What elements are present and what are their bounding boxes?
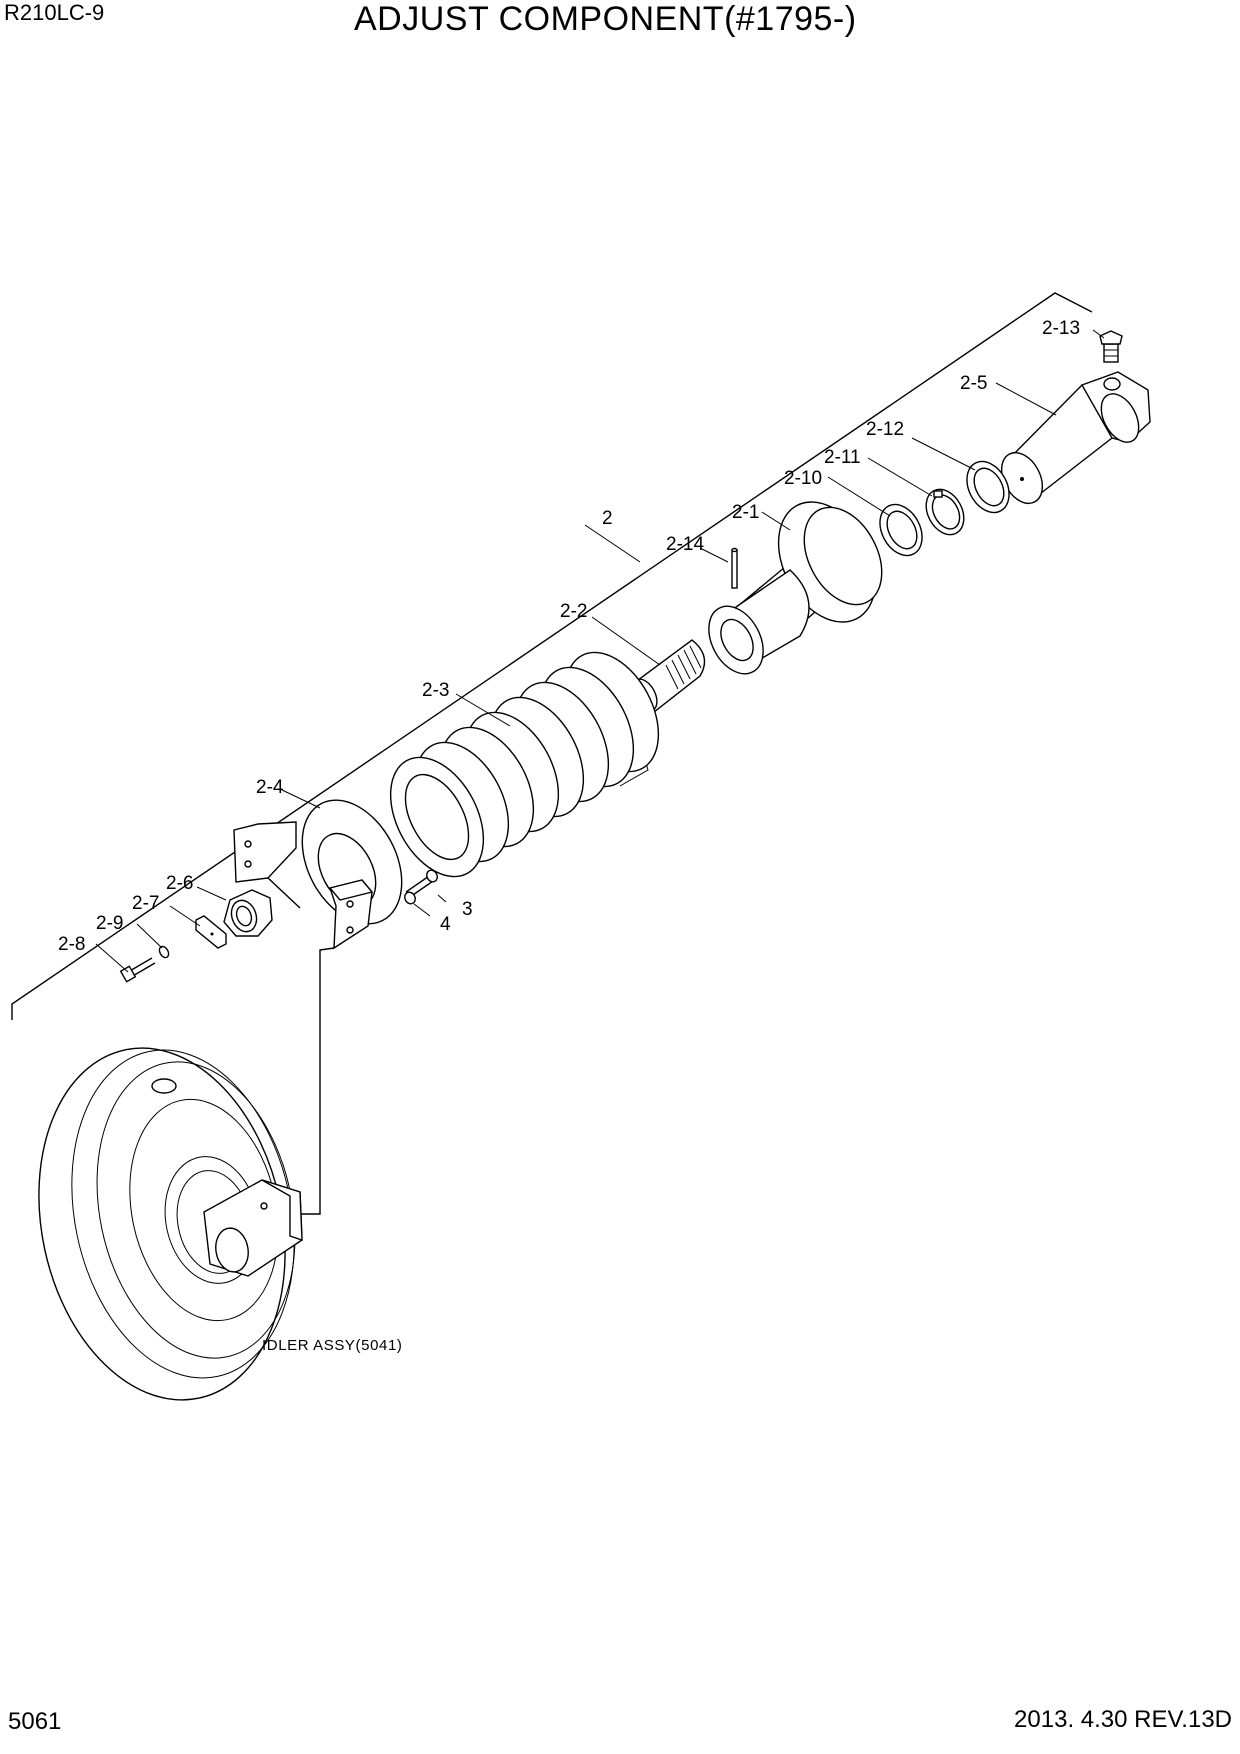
callout-2-13: 2-13 (1042, 318, 1080, 339)
callout-2-4: 2-4 (256, 777, 284, 798)
assembly-bracket-line (11, 292, 1093, 1020)
callout-2-11: 2-11 (824, 447, 861, 468)
model-label: R210LC-9 (4, 0, 105, 25)
callout-2-5: 2-5 (960, 373, 987, 394)
part-body (708, 501, 883, 675)
part-snap-ring (925, 488, 965, 536)
part-yoke (233, 799, 403, 1223)
callout-3: 3 (462, 899, 473, 920)
part-small-washer (158, 945, 170, 959)
page-title: ADJUST COMPONENT(#1795-) (354, 0, 857, 38)
part-spring (389, 651, 660, 878)
page-number: 5061 (8, 1708, 62, 1735)
idler-assembly (38, 1047, 303, 1401)
part-seal-ring (966, 460, 1010, 514)
callout-2-14: 2-14 (666, 534, 704, 555)
part-grease-valve (1099, 330, 1123, 363)
part-lock-plate (195, 915, 227, 949)
callout-2-6: 2-6 (166, 873, 193, 894)
callout-2-9: 2-9 (96, 913, 123, 934)
part-washer (404, 891, 416, 905)
part-packing (879, 503, 923, 557)
callout-labels: 2-13 2-5 2-12 2-11 2-10 2-1 2 2-14 2-2 2… (58, 318, 1080, 1354)
callout-2-3: 2-3 (422, 680, 449, 701)
callout-2-10: 2-10 (784, 468, 822, 489)
part-nut (223, 889, 273, 937)
date-revision: 2013. 4.30 REV.13D (1014, 1706, 1232, 1733)
callout-2-7: 2-7 (132, 893, 159, 914)
part-pin (731, 547, 738, 589)
callout-2-2: 2-2 (560, 601, 587, 622)
callout-2-12: 2-12 (866, 419, 904, 440)
callout-2-8: 2-8 (58, 934, 85, 955)
idler-assy-label: IDLER ASSY(5041) (262, 1337, 403, 1354)
callout-2-1: 2-1 (732, 502, 759, 523)
leader-lines (95, 329, 1105, 973)
part-bolt (405, 869, 438, 898)
callout-2: 2 (602, 508, 613, 529)
part-cylinder (1000, 371, 1151, 504)
callout-4: 4 (440, 914, 451, 935)
